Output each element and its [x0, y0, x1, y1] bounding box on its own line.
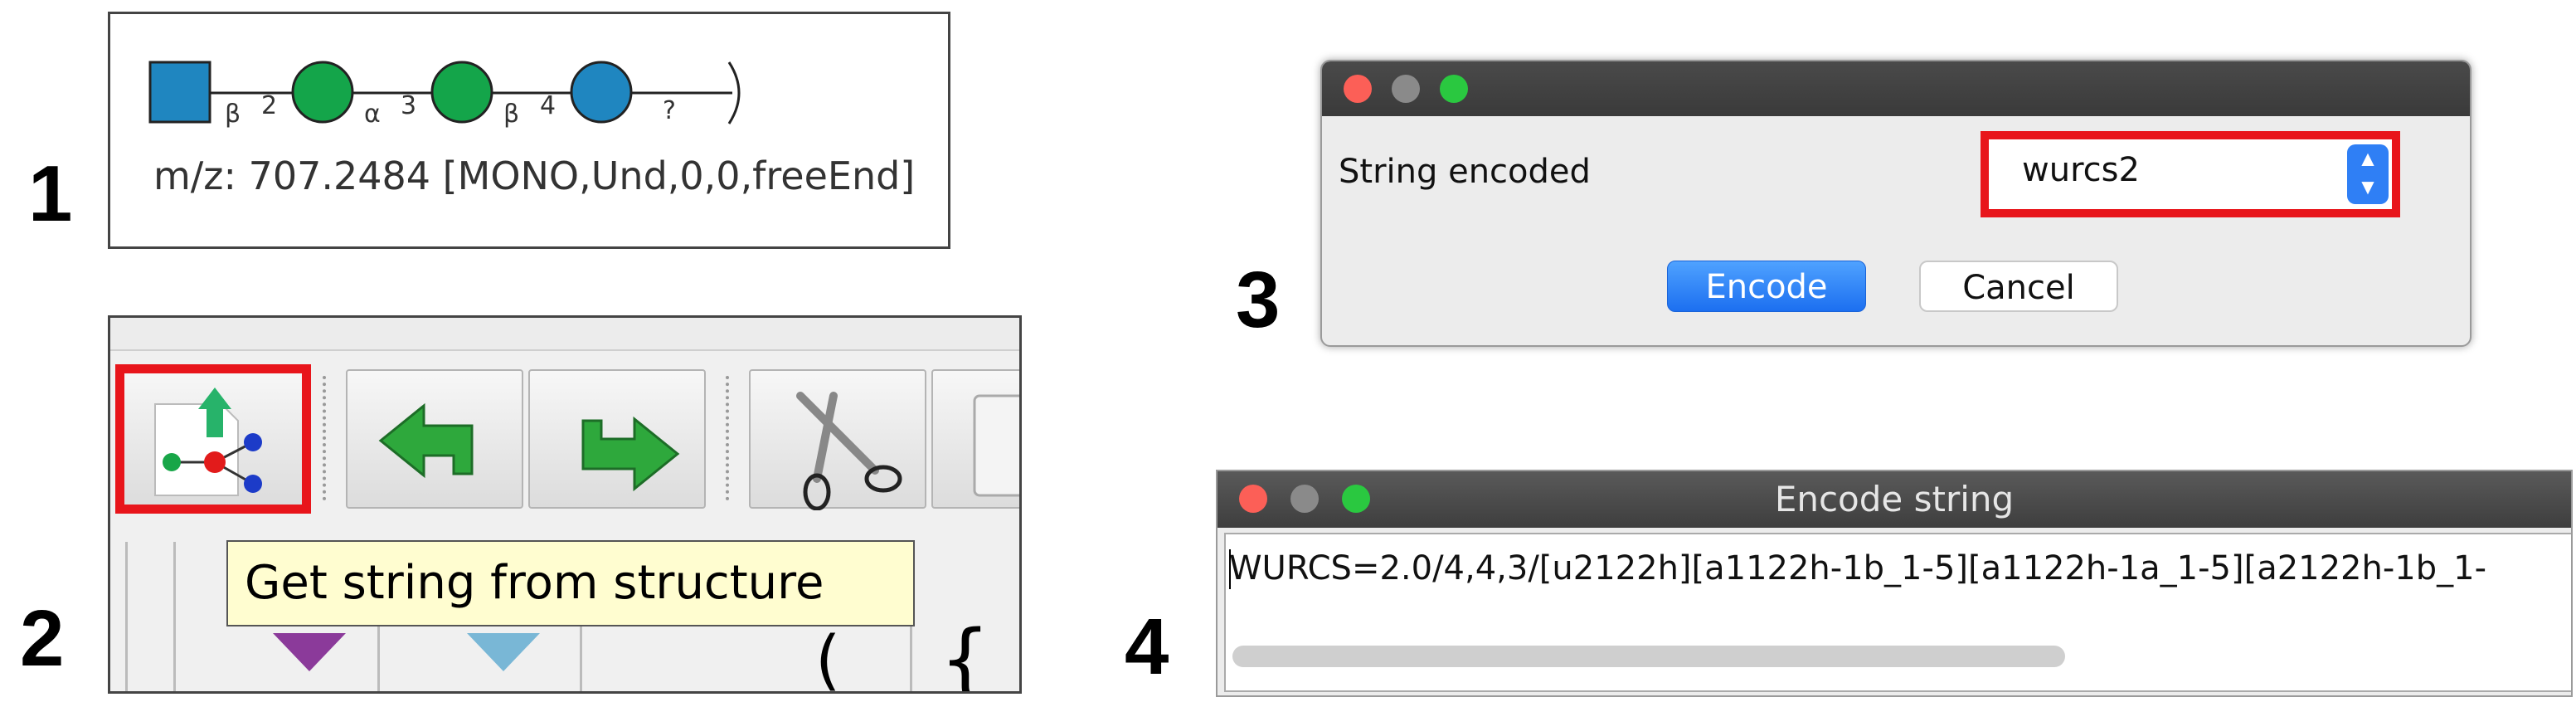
- toolbar-separator: [323, 376, 326, 500]
- glucose-residue: [570, 61, 633, 124]
- close-button[interactable]: [1239, 485, 1267, 513]
- step-number-4: 4: [1125, 602, 1169, 691]
- minimize-button[interactable]: [1392, 75, 1420, 103]
- linkage-2-anomer: α: [364, 100, 381, 129]
- format-select-value: wurcs2: [2022, 151, 2140, 189]
- step-number-3: 3: [1236, 256, 1281, 344]
- toolbar-row2-divider: [173, 542, 176, 691]
- minimize-button[interactable]: [1290, 485, 1319, 513]
- window-title: Encode string: [1774, 479, 2015, 519]
- linkage-3-anomer: β: [503, 100, 519, 129]
- curly-bracket-icon[interactable]: {: [940, 613, 991, 694]
- cancel-button[interactable]: Cancel: [1919, 261, 2118, 312]
- paste-icon: [973, 394, 1019, 497]
- mannose-residue-2: [430, 61, 493, 124]
- wurcs-text-area[interactable]: WURCS=2.0/4,4,3/[u2122h][a1122h-1b_1-5][…: [1224, 533, 2571, 692]
- mass-label: m/z: 707.2484 [MONO,Und,0,0,freeEnd]: [153, 154, 916, 198]
- linkage-2-position: 3: [401, 91, 416, 120]
- reducing-end-bracket: [727, 61, 741, 124]
- toolbar-panel: ( { Get string from structure: [108, 315, 1022, 694]
- zoom-button[interactable]: [1342, 485, 1370, 513]
- lightblue-triangle-icon[interactable]: [467, 633, 540, 671]
- purple-triangle-icon[interactable]: [273, 633, 346, 671]
- undo-arrow-icon: [378, 402, 474, 479]
- paste-button[interactable]: [931, 369, 1019, 509]
- step-number-2: 2: [20, 594, 65, 683]
- glycan-structure-panel: β 2 α 3 β 4 ? m/z: 707.2484 [MONO,Und,0,…: [108, 12, 950, 249]
- select-arrows-icon: ▲▼: [2347, 144, 2389, 204]
- dialog-titlebar: [1322, 61, 2470, 116]
- close-button[interactable]: [1344, 75, 1372, 103]
- redo-button[interactable]: [528, 369, 706, 509]
- linkage-4-position: ?: [663, 96, 676, 125]
- text-caret: [1229, 549, 1231, 589]
- step-number-1: 1: [28, 149, 73, 238]
- encode-string-window: Encode string WURCS=2.0/4,4,3/[u2122h][a…: [1216, 470, 2573, 697]
- horizontal-scrollbar[interactable]: [1232, 646, 2065, 667]
- highlight-box: [115, 364, 311, 514]
- zoom-button[interactable]: [1440, 75, 1468, 103]
- encode-button[interactable]: Encode: [1667, 261, 1866, 312]
- linkage-1-position: 2: [261, 91, 277, 120]
- scissors-icon: [796, 392, 902, 511]
- glcnac-square-residue: [148, 61, 211, 124]
- string-encoded-label: String encoded: [1339, 153, 1591, 191]
- toolbar-row2-divider: [125, 542, 128, 691]
- tooltip: Get string from structure: [226, 540, 915, 626]
- undo-button[interactable]: [346, 369, 523, 509]
- linkage-3-position: 4: [540, 91, 556, 120]
- bracket-icon[interactable]: (: [815, 623, 841, 694]
- redo-arrow-icon: [581, 416, 680, 492]
- cut-button[interactable]: [749, 369, 926, 511]
- encode-dialog: String encoded wurcs2 ▲▼ Encode Cancel: [1320, 60, 2472, 347]
- format-select[interactable]: wurcs2 ▲▼: [1981, 131, 2400, 217]
- glycan-diagram: β 2 α 3 β 4 ?: [148, 61, 741, 129]
- wurcs-string: WURCS=2.0/4,4,3/[u2122h][a1122h-1b_1-5][…: [1229, 549, 2487, 587]
- window-titlebar: Encode string: [1218, 471, 2571, 528]
- toolbar-separator: [726, 376, 729, 500]
- mannose-residue-1: [291, 61, 354, 124]
- get-string-from-structure-icon: [154, 388, 262, 496]
- linkage-1-anomer: β: [225, 100, 241, 129]
- toolbar-top-strip: [110, 318, 1019, 351]
